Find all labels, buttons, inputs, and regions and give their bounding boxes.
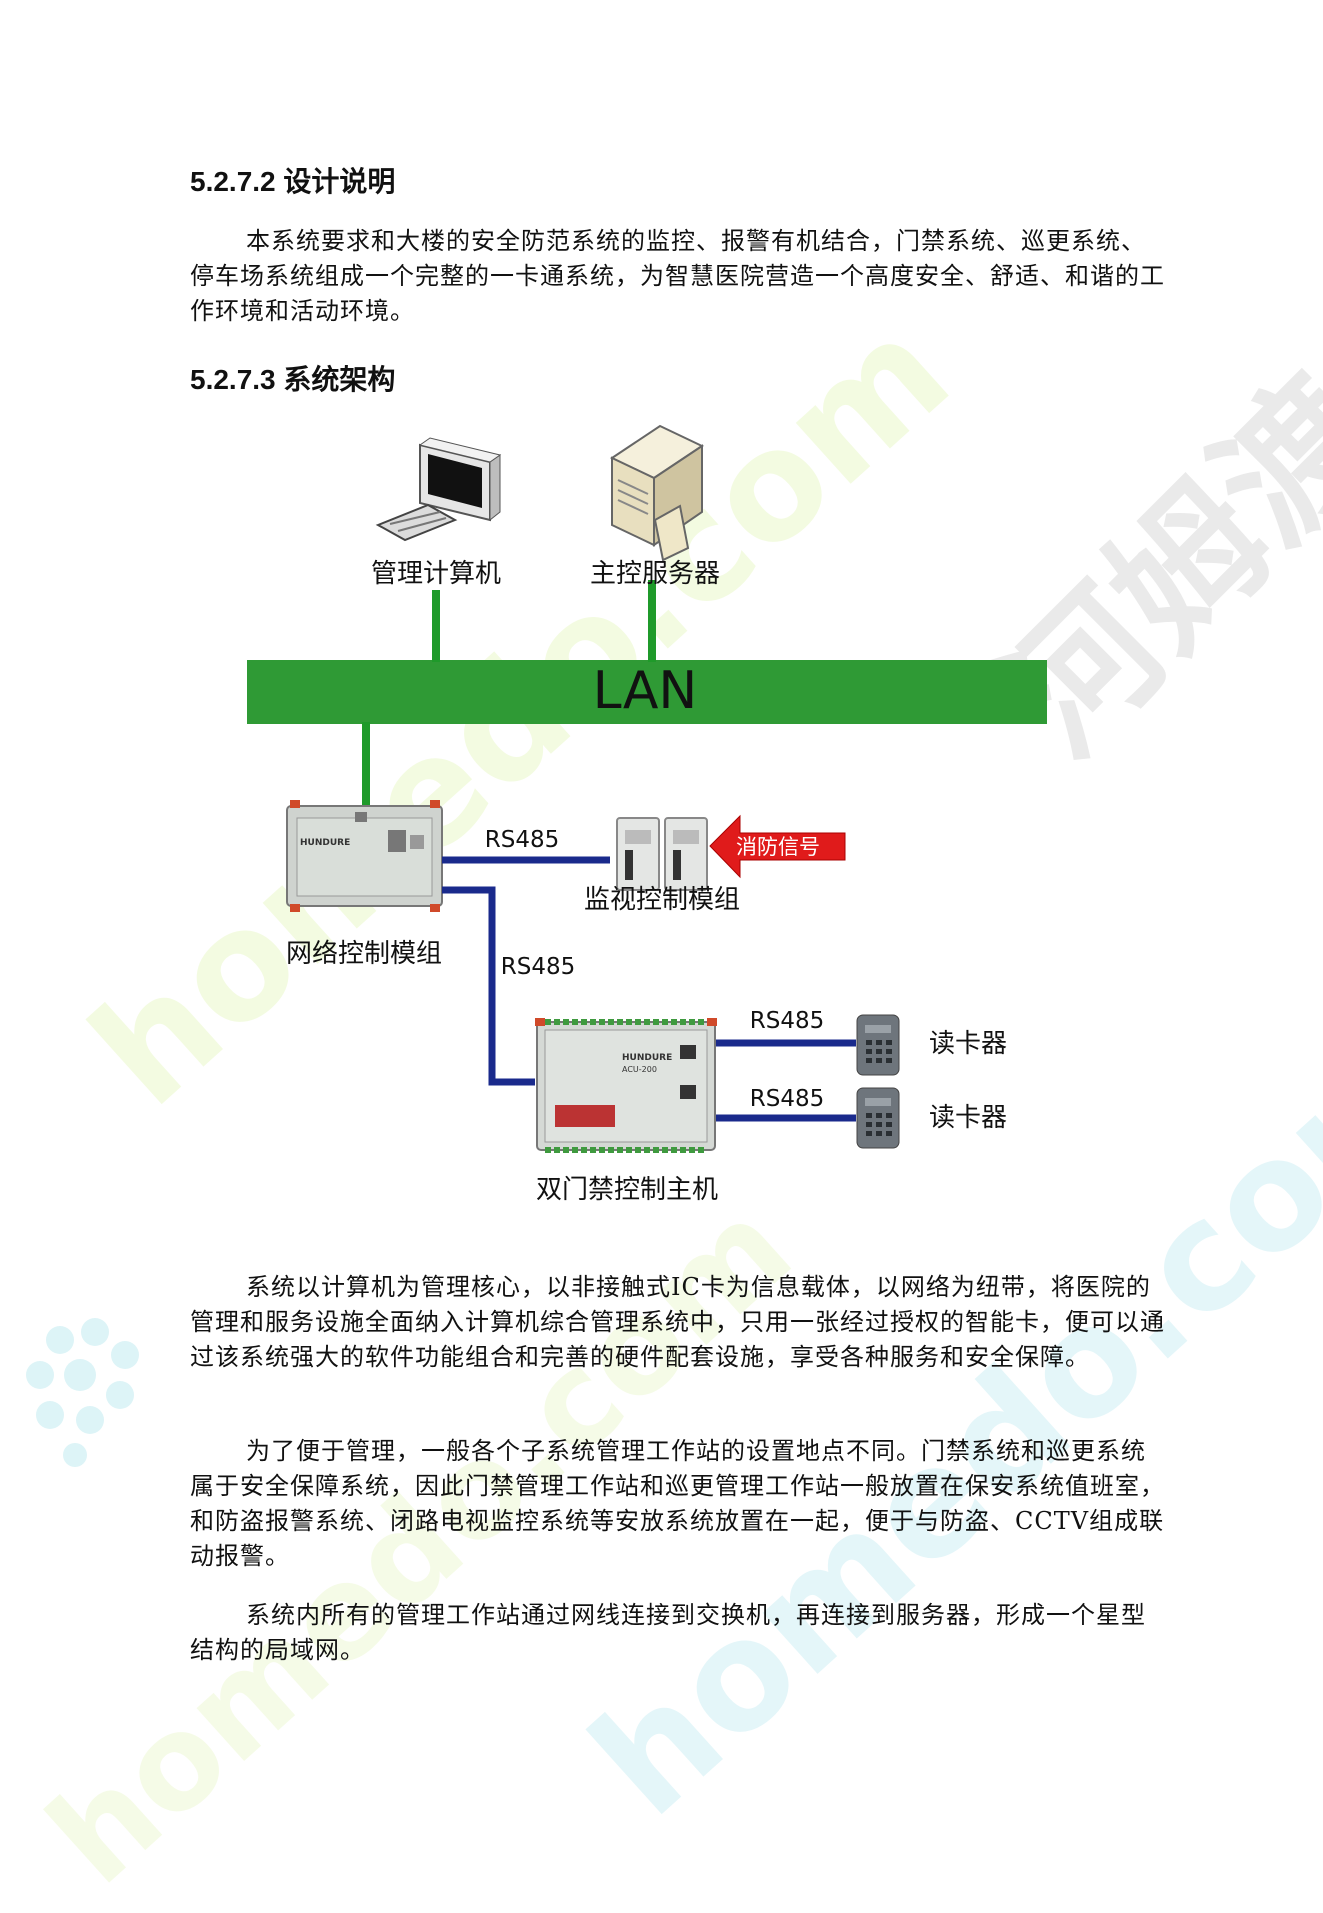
dual-door-controller-icon: HUNDURE ACU-200 [535,1018,717,1153]
monitor-control-module-icon [616,817,708,891]
fire-signal-label: 消防信号 [736,835,820,859]
section-design-paragraph: 本系统要求和大楼的安全防范系统的监控、报警有机结合，门禁系统、巡更系统、停车场系… [190,227,1165,325]
lan-label: LAN [593,661,698,721]
lan-bar [247,660,1047,724]
svg-text:ACU-200: ACU-200 [622,1065,657,1074]
link-rs485-dual-door [442,886,535,1086]
body-paragraph-2: 为了便于管理，一般各个子系统管理工作站的设置地点不同。门禁系统和巡更系统属于安全… [190,1437,1165,1570]
system-architecture-diagram: LAN 管理计算机 主控服务器 HUNDURE 网络控制模组 [247,424,1047,1205]
svg-text:HUNDURE: HUNDURE [622,1053,672,1063]
body-paragraph-3: 系统内所有的管理工作站通过网线连接到交换机，再连接到服务器，形成一个星型结构的局… [190,1601,1146,1664]
dual-door-label: 双门禁控制主机 [536,1175,718,1205]
rs485-top-label: RS485 [485,827,559,853]
fire-signal-arrow-icon [709,814,846,879]
rs485-mid-label: RS485 [501,954,575,980]
reader1-label: 读卡器 [929,1029,1007,1059]
body-paragraph-1: 系统以计算机为管理核心，以非接触式IC卡为信息载体，以网络为纽带，将医院的管理和… [190,1273,1165,1371]
server-icon [609,424,705,562]
reader2-label: 读卡器 [929,1103,1007,1133]
section-design-heading: 5.2.7.2 设计说明 [190,166,396,197]
card-reader-icon-1 [856,1014,900,1076]
rs485-reader2-label: RS485 [750,1086,824,1112]
computer-icon [375,437,502,542]
mgmt-computer-label: 管理计算机 [371,559,501,589]
section-arch-heading: 5.2.7.3 系统架构 [190,364,396,395]
network-module-label: 网络控制模组 [286,939,442,969]
card-reader-icon-2 [856,1087,900,1149]
svg-text:HUNDURE: HUNDURE [300,838,350,848]
rs485-reader1-label: RS485 [750,1008,824,1034]
network-control-module-icon: HUNDURE [286,800,443,912]
server-label: 主控服务器 [590,559,720,589]
monitor-module-label: 监视控制模组 [584,885,740,915]
